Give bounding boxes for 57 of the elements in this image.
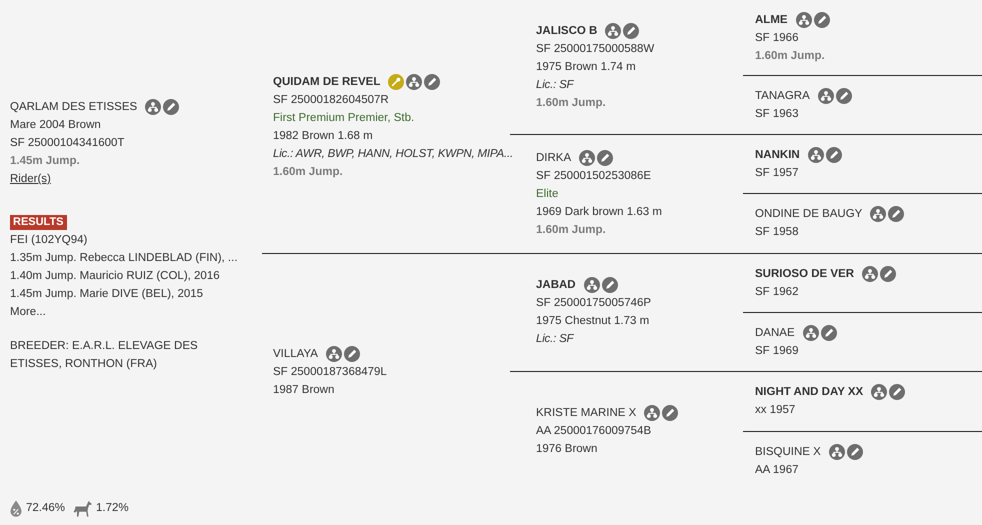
horse-name: JALISCO B [536,24,598,39]
horse-name: JABAD [536,278,576,293]
horse-details: 1982 Brown 1.68 m [273,128,373,144]
registration-number: SF 25000175005746P [536,296,652,311]
registration-number: SF 25000187368479L [273,364,387,380]
horse-name: BISQUINE X [755,444,821,460]
award-text: Elite [536,186,558,202]
breeder-info: BREEDER: E.A.R.L. ELEVAGE DES ETISSES, RONTHON (FRA) [10,339,199,372]
horse-details: SF 1969 [755,344,798,358]
registration-number: SF 25000175000588W [536,42,654,57]
horse-name: QUIDAM DE REVEL [273,74,380,90]
result-entry: 1.45m Jump. Marie DIVE (BEL), 2015 [10,287,204,302]
horse-details: SF 1963 [755,106,798,122]
horse-details: 1975 Chestnut 1.73 m [536,314,650,329]
registration-number: SF 25000150253086E [536,168,652,184]
horse-name: DANAE [755,326,795,340]
performance-level: 1.60m Jump. [755,48,825,64]
license-list: Lic.: SF [536,76,574,94]
result-entry: 1.40m Jump. Mauricio RUIZ (COL), 2016 [10,269,220,284]
horse-details: SF 1966 [755,30,798,46]
license-list: Lic.: SF [536,330,574,348]
more-link: More... [10,305,46,320]
horse-name: DIRKA [536,150,572,166]
horse-details: SF 1957 [755,166,798,180]
horse-name: KRISTE MARINE X [536,406,636,420]
registration-number: SF 25000104341600T [10,136,124,151]
result-entry: 1.35m Jump. Rebecca LINDEBLAD (FIN), ... [10,251,238,266]
performance-level: 1.60m Jump. [536,222,606,238]
horse-details: SF 1962 [755,284,798,300]
registration-number: AA 25000176009754B [536,424,652,438]
performance-level: 1.45m Jump. [10,154,80,169]
percentage-value: 72.46% [26,501,66,516]
horse-name: QARLAM DES ETISSES [10,100,138,115]
horse-name: NANKIN [755,148,800,162]
results-heading: RESULTS [10,215,67,230]
license-list: Lic.: AWR, BWP, HANN, HOLST, KWPN, MIPA... [273,144,513,162]
percentage-value: 1.72% [96,501,129,516]
riders-link: Rider(s) [10,172,51,187]
horse-name: ONDINE DE BAUGY [755,207,862,222]
horse-details: 1969 Dark brown 1.63 m [536,204,662,220]
performance-level: 1.60m Jump. [536,96,606,111]
horse-name: ALME [755,12,788,28]
horse-details: xx 1957 [755,403,796,418]
horse-name: TANAGRA [755,88,810,104]
horse-details: AA 1967 [755,462,798,478]
horse-details: 1975 Brown 1.74 m [536,60,636,75]
performance-level: 1.60m Jump. [273,164,343,180]
horse-details: Mare 2004 Brown [10,118,101,133]
horse-details: 1976 Brown [536,442,598,456]
competition-id: FEI (102YQ94) [10,233,88,248]
horse-name: NIGHT AND DAY XX [755,385,864,400]
horse-details: SF 1958 [755,225,798,240]
award-text: First Premium Premier, Stb. [273,110,414,126]
horse-details: 1987 Brown [273,382,334,398]
registration-number: SF 25000182604507R [273,92,389,108]
horse-name: VILLAYA [273,346,318,362]
horse-name: SURIOSO DE VER [755,266,854,282]
